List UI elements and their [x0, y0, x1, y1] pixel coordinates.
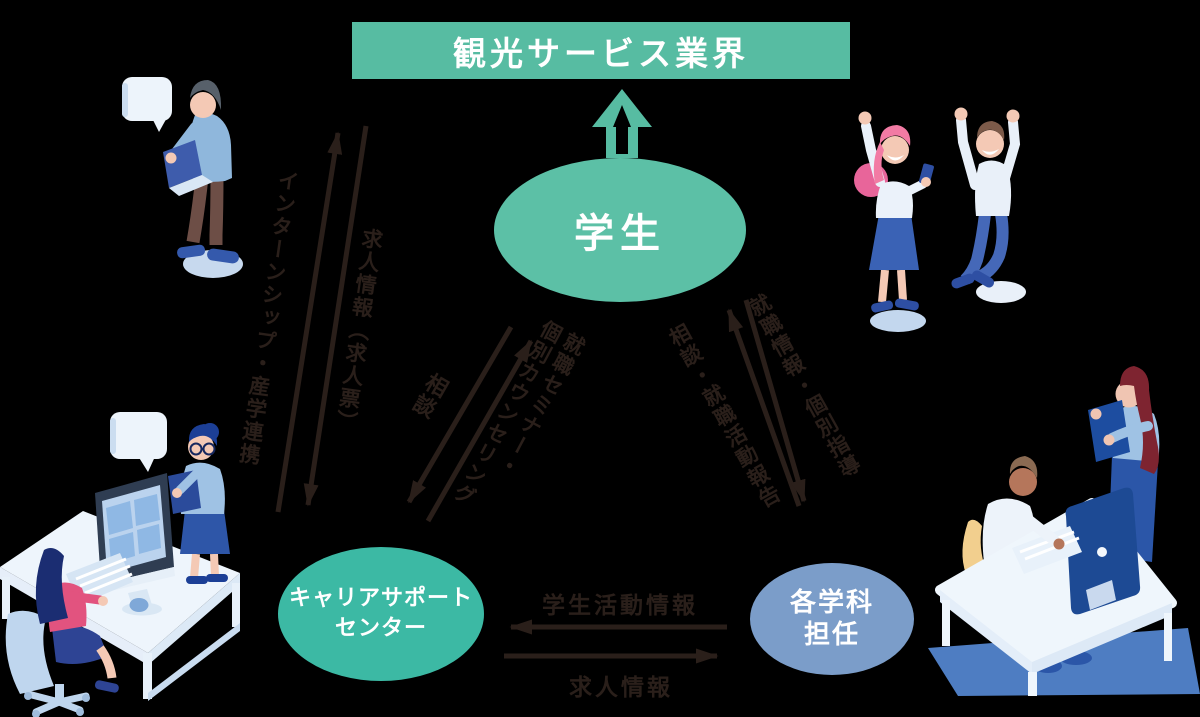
students-to-industry-arrow [592, 89, 652, 158]
node-department-homeroom: 各学科 担任 [750, 563, 914, 675]
label-student-activity: 学生活動情報 [542, 593, 698, 619]
person-celebrating-woman [854, 111, 934, 313]
node-dept-label-line1: 各学科 [789, 587, 874, 618]
glasses-icon [189, 442, 216, 456]
person-standing-advisor [168, 423, 230, 584]
person-standing-man [163, 80, 239, 264]
mouse-icon [129, 598, 149, 612]
industry-banner: 観光サービス業界 [352, 22, 850, 79]
label-counseling: 就職セミナー・ 個別カウンセリング [447, 316, 590, 511]
label-consult-report: 相談・就職活動報告 [663, 320, 785, 513]
node-students-label: 学生 [574, 211, 666, 257]
label-job-info: 求人情報 [569, 675, 673, 701]
node-career-label-line2: センター [334, 616, 427, 641]
keyboard-icon [1012, 526, 1082, 574]
speech-bubble-icon [122, 77, 172, 132]
node-career-support-center: キャリアサポート センター [278, 547, 484, 681]
industry-banner-label: 観光サービス業界 [453, 33, 749, 73]
speech-bubble-icon [110, 412, 167, 472]
label-consult: 相談 [405, 368, 452, 423]
node-career-label-line1: キャリアサポート [288, 586, 473, 612]
illustration-teacher-office [928, 366, 1200, 696]
person-seated-woman [35, 548, 119, 693]
node-students: 学生 [494, 158, 746, 302]
monitor-back-icon [1065, 487, 1141, 615]
label-job-posting: 求人情報（求人票） [332, 226, 385, 435]
laptop-icon [163, 140, 213, 196]
office-chair-yellow [962, 519, 986, 574]
office-chair-icon [5, 610, 90, 717]
illustration-man-laptop [122, 77, 243, 278]
person-celebrating-man [951, 107, 1021, 289]
node-dept-label-line2: 担任 [803, 620, 860, 650]
illustration-celebrating-pair [854, 107, 1026, 332]
illustration-career-office [0, 412, 240, 717]
ground-ellipse [870, 310, 926, 332]
